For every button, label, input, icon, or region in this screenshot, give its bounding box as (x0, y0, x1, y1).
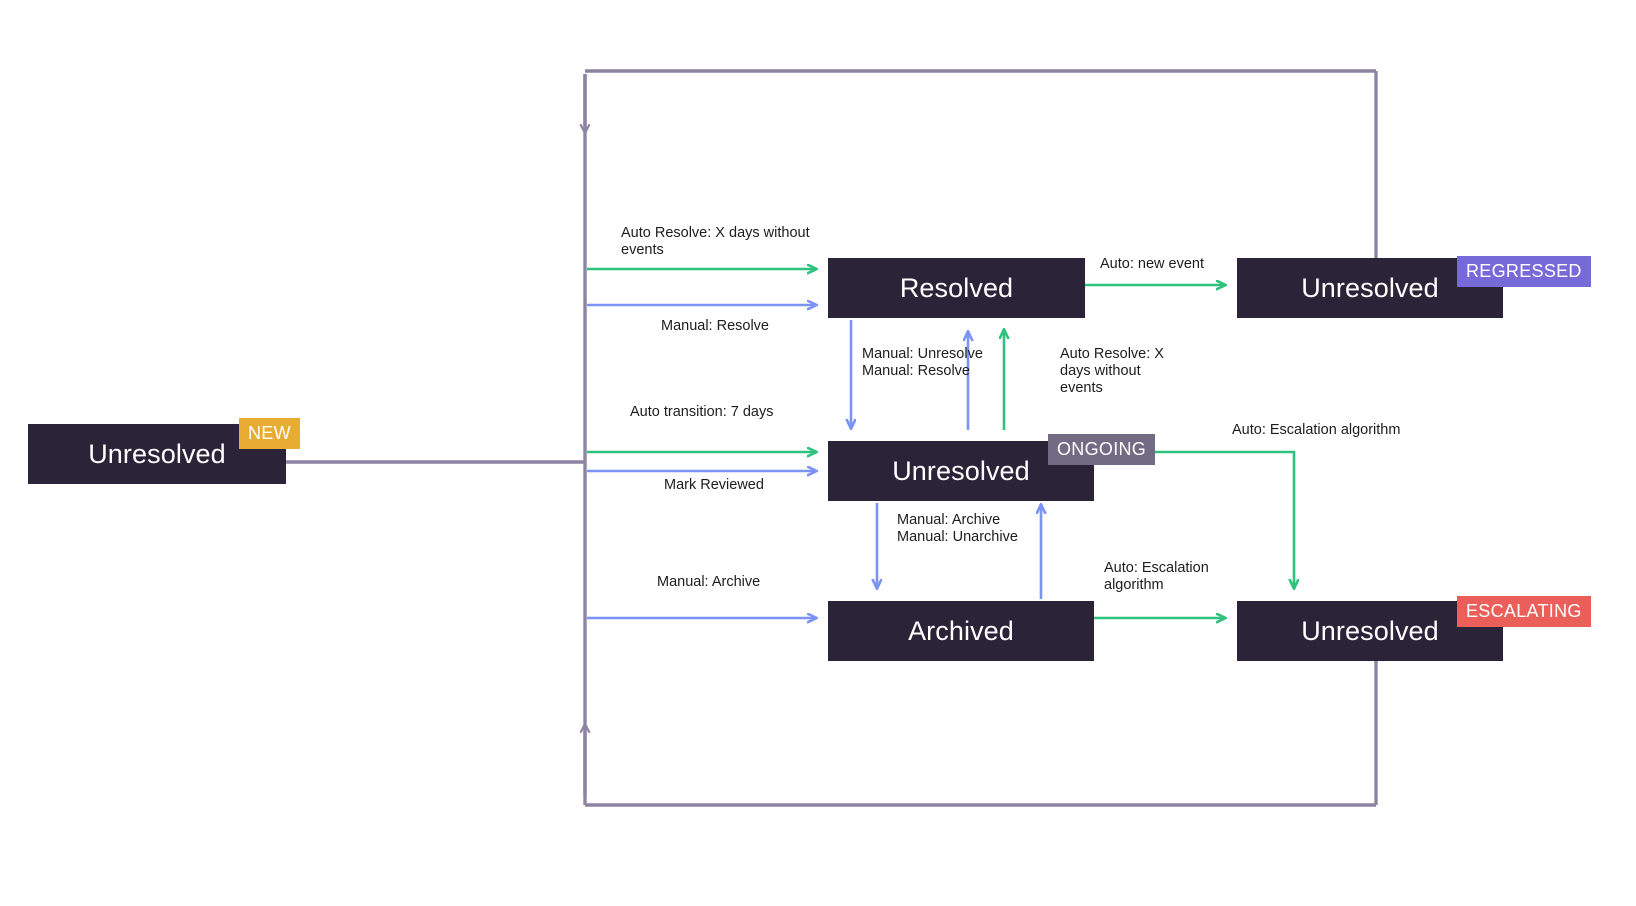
auto-edge-ongoing-to-escalating (1094, 450, 1294, 588)
edge-label-auto-new-event: Auto: new event (1100, 256, 1204, 272)
edge-label-manual-unresolve-resolve: Manual: Unresolve Manual: Resolve (862, 346, 983, 379)
edge-label-auto-resolve-up: Auto Resolve: X days without events (1060, 346, 1164, 396)
badge-regressed-label: REGRESSED (1466, 261, 1582, 281)
badge-ongoing: ONGOING (1048, 434, 1156, 465)
node-regressed-label: Unresolved (1301, 272, 1439, 303)
badge-ongoing-label: ONGOING (1057, 439, 1147, 459)
badge-new-label: NEW (248, 423, 291, 443)
auto-edge-group (587, 269, 1294, 618)
badge-new: NEW (239, 418, 300, 449)
badge-escalating-label: ESCALATING (1466, 601, 1582, 621)
node-ongoing-label: Unresolved (892, 455, 1030, 486)
node-resolved[interactable]: Resolved (828, 258, 1085, 318)
edge-label-auto-escalation-top: Auto: Escalation algorithm (1232, 422, 1401, 438)
edge-label-manual-resolve-top: Manual: Resolve (661, 318, 769, 334)
edge-label-mark-reviewed: Mark Reviewed (664, 477, 764, 493)
node-new-label: Unresolved (88, 438, 226, 469)
loop-edge-group (286, 69, 1378, 807)
manual-edge-group (587, 305, 1041, 618)
node-archived-label: Archived (908, 615, 1014, 646)
edge-label-manual-archive: Manual: Archive (657, 574, 761, 590)
node-archived[interactable]: Archived (828, 601, 1094, 661)
edge-label-auto-escalation-bottom: Auto: Escalation algorithm (1104, 560, 1209, 593)
badge-escalating: ESCALATING (1457, 596, 1591, 627)
node-escalating-label: Unresolved (1301, 615, 1439, 646)
edge-label-auto-resolve-top: Auto Resolve: X days without events (621, 225, 810, 258)
badge-regressed: REGRESSED (1457, 256, 1591, 287)
edge-label-manual-archive-unarchive: Manual: Archive Manual: Unarchive (897, 512, 1018, 545)
edge-label-auto-transition-7days: Auto transition: 7 days (630, 404, 774, 420)
node-resolved-label: Resolved (899, 272, 1014, 303)
